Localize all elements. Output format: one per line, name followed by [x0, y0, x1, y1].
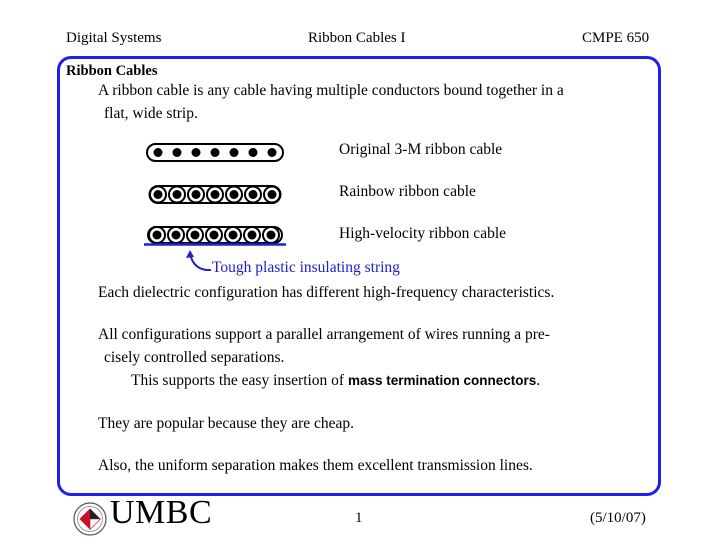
- header-course: Digital Systems: [66, 30, 162, 46]
- high-velocity-cable-icon: [144, 226, 286, 246]
- header-topic: Ribbon Cables I: [308, 30, 406, 46]
- mass-termination-term: mass termination connectors: [347, 373, 537, 388]
- slide-date: (5/10/07): [590, 510, 646, 526]
- intro-line-1: A ribbon cable is any cable having multi…: [98, 82, 564, 99]
- label-original-cable: Original 3-M ribbon cable: [339, 141, 503, 158]
- header-course-code: CMPE 650: [582, 30, 650, 46]
- label-high-velocity-cable: High-velocity ribbon cable: [339, 225, 507, 242]
- section-title: Ribbon Cables: [66, 63, 158, 79]
- page-number: 1: [355, 510, 363, 526]
- mass-termination-suffix: .: [536, 372, 541, 389]
- paragraph-cheap: They are popular because they are cheap.: [98, 415, 355, 432]
- paragraph-transmission-lines: Also, the uniform separation makes them …: [98, 457, 533, 474]
- paragraph-dielectric: Each dielectric configuration has differ…: [98, 284, 555, 301]
- umbc-logo-text: UMBC: [110, 494, 213, 531]
- paragraph-configurations-line-1: All configurations support a parallel ar…: [98, 326, 550, 343]
- content-frame: [57, 56, 661, 496]
- mass-termination-prefix: This supports the easy insertion of: [131, 372, 348, 389]
- rainbow-cable-icon: [148, 185, 282, 204]
- curved-arrow-icon: [186, 250, 212, 272]
- insulating-string-label: Tough plastic insulating string: [212, 259, 400, 276]
- label-rainbow-cable: Rainbow ribbon cable: [339, 183, 476, 200]
- intro-line-2: flat, wide strip.: [104, 105, 198, 122]
- original-3m-cable-icon: [146, 143, 284, 162]
- paragraph-configurations-line-3: This supports the easy insertion of mass…: [131, 372, 540, 390]
- ribbon-cable-diagrams: [144, 143, 286, 246]
- umbc-seal-icon: [73, 502, 107, 536]
- paragraph-configurations-line-2: cisely controlled separations.: [104, 349, 285, 366]
